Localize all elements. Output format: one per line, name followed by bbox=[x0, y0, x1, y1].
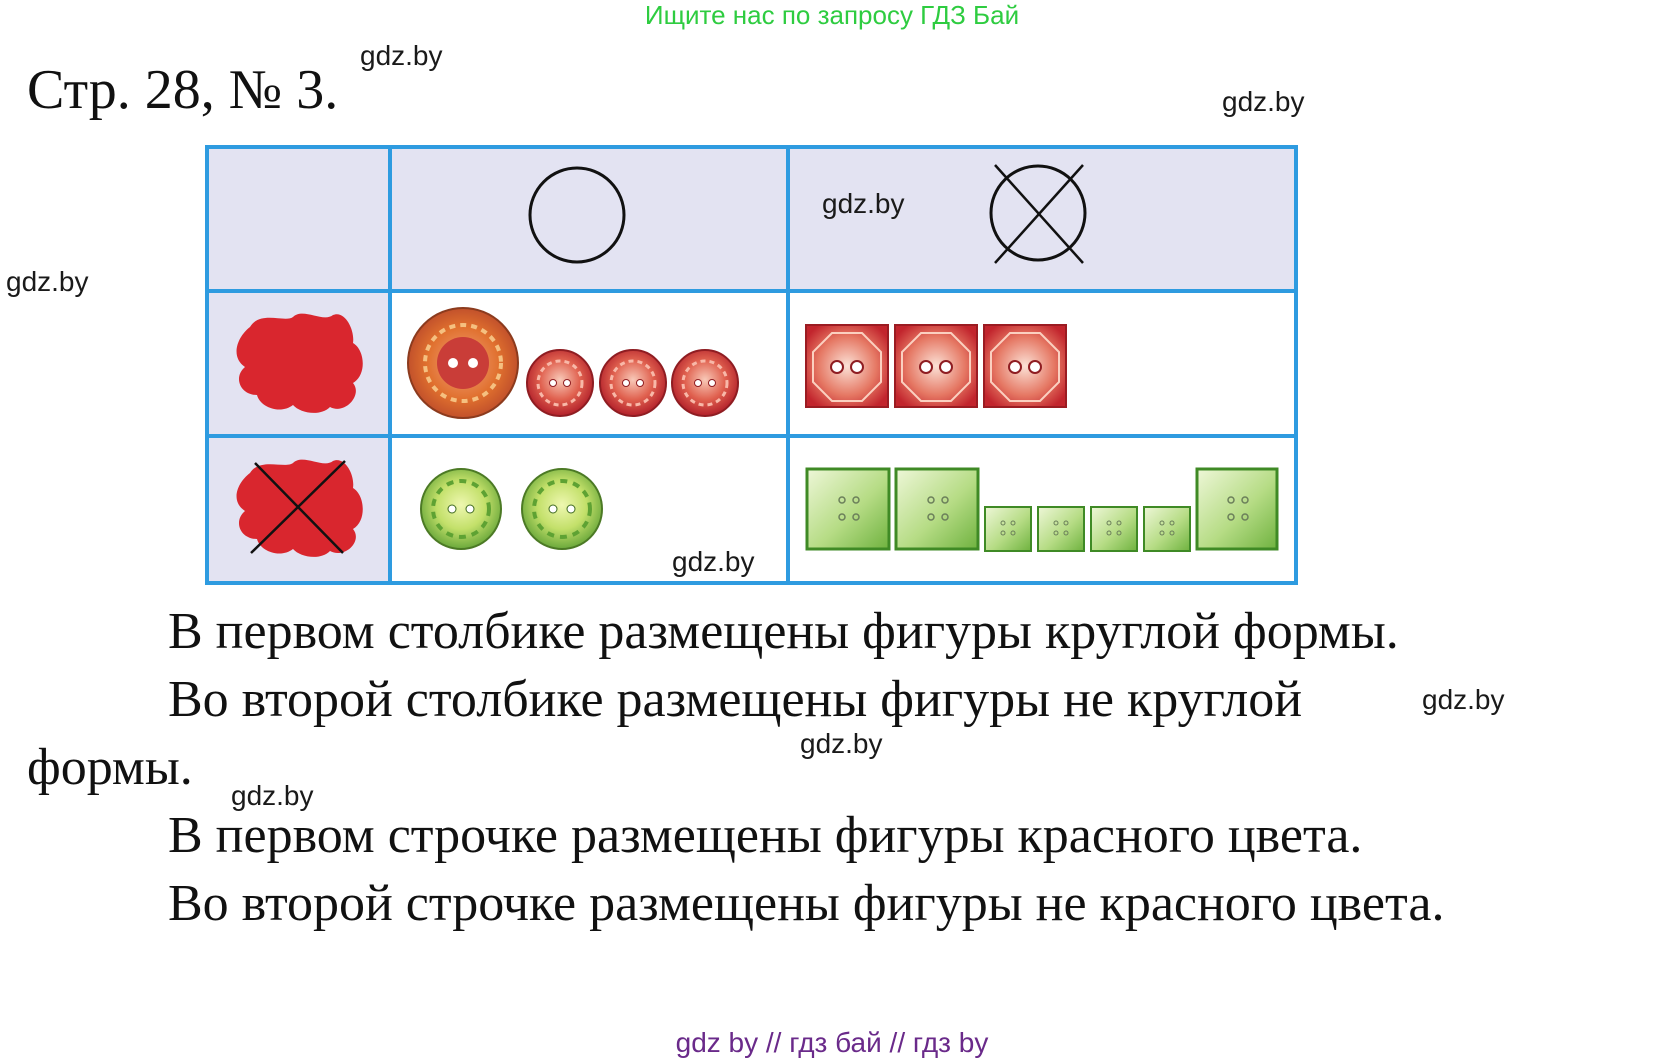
red-square-button bbox=[894, 324, 978, 408]
watermark: gdz.by bbox=[822, 188, 905, 219]
paragraph-nonred-row: Во второй строчке размещены фигуры не кр… bbox=[168, 875, 1445, 932]
small-green-square-button bbox=[1143, 506, 1191, 552]
watermark: gdz.by bbox=[6, 266, 89, 297]
crossed-circle-icon bbox=[989, 164, 1087, 264]
watermark: gdz.by bbox=[800, 728, 883, 759]
green-square-button bbox=[805, 467, 891, 551]
small-green-square-button bbox=[1037, 506, 1085, 552]
paragraph-round-column: В первом столбике размещены фигуры кругл… bbox=[168, 603, 1399, 660]
large-orange-round-button bbox=[407, 307, 519, 419]
green-round-button bbox=[521, 468, 603, 550]
paragraph-nonround-continuation: формы. bbox=[27, 739, 193, 796]
crossed-red-blot-icon bbox=[236, 459, 363, 557]
circle-icon bbox=[528, 166, 626, 264]
red-round-button bbox=[526, 349, 594, 417]
green-square-button bbox=[1195, 467, 1279, 551]
green-square-button bbox=[894, 467, 980, 551]
watermark: gdz.by bbox=[672, 546, 755, 577]
watermark: gdz.by bbox=[231, 780, 314, 811]
small-green-square-button bbox=[984, 506, 1032, 552]
red-round-button bbox=[671, 349, 739, 417]
watermark: gdz.by bbox=[1222, 86, 1305, 117]
classification-table bbox=[205, 145, 1298, 585]
red-round-button bbox=[599, 349, 667, 417]
top-banner[interactable]: Ищите нас по запросу ГДЗ Бай bbox=[644, 0, 1020, 30]
watermark: gdz.by bbox=[1422, 684, 1505, 715]
red-blot-icon bbox=[236, 313, 363, 413]
red-square-button bbox=[805, 324, 889, 408]
watermark: gdz.by bbox=[360, 40, 443, 71]
red-square-button bbox=[983, 324, 1067, 408]
green-round-button bbox=[420, 468, 502, 550]
page-title: Стр. 28, № 3. bbox=[27, 59, 339, 121]
small-green-square-button bbox=[1090, 506, 1138, 552]
paragraph-red-row: В первом строчке размещены фигуры красно… bbox=[168, 807, 1363, 864]
paragraph-nonround-column: Во второй столбике размещены фигуры не к… bbox=[168, 671, 1303, 728]
footer-links[interactable]: gdz by // гдз бай // гдз by bbox=[675, 1027, 989, 1058]
